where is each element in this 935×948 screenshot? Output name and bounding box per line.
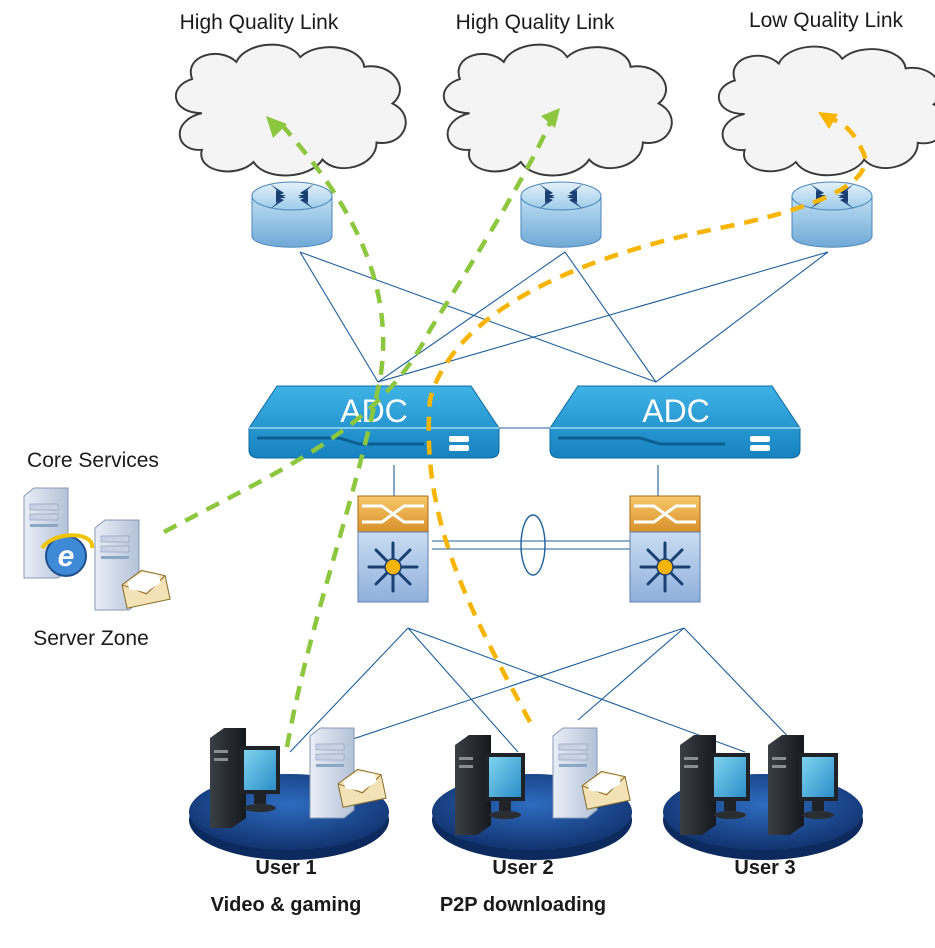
flow-yellow-user2 xyxy=(426,113,868,724)
server-zone-title: Core Services xyxy=(27,449,159,472)
user-1-name: User 1 xyxy=(255,857,316,879)
user-3-name: User 3 xyxy=(734,857,795,879)
browser-icon: e xyxy=(40,533,94,577)
link-lines xyxy=(289,251,829,753)
user-pad-2 xyxy=(432,727,632,860)
adc-appliance-2: ADC xyxy=(548,384,802,460)
router-3 xyxy=(791,181,873,248)
cloud-label-2: High Quality Link xyxy=(456,11,615,34)
router-1 xyxy=(251,181,333,248)
user-2-desc: P2P downloading xyxy=(440,894,606,916)
server-zone-caption: Server Zone xyxy=(33,627,149,650)
svg-text:e: e xyxy=(58,540,75,573)
core-switch-2 xyxy=(628,494,702,604)
adc-label-2: ADC xyxy=(642,393,710,429)
arrowhead-green-2 xyxy=(541,108,560,128)
core-switch-1 xyxy=(356,494,430,604)
flows xyxy=(162,108,868,748)
server-zone: e xyxy=(23,487,171,611)
user-2-name: User 2 xyxy=(492,857,553,879)
cloud-low-quality xyxy=(717,45,935,177)
arrowhead-green-1 xyxy=(266,116,287,138)
flow-green-user1 xyxy=(280,123,386,748)
adc-appliance-1: ADC xyxy=(247,384,501,460)
cloud-high-quality-1 xyxy=(174,43,407,177)
cloud-label-3: Low Quality Link xyxy=(749,9,904,32)
user-pad-3 xyxy=(663,735,863,860)
user-pad-1 xyxy=(189,727,389,860)
user-1-desc: Video & gaming xyxy=(211,894,362,916)
arrowhead-yellow xyxy=(818,112,838,129)
cloud-label-1: High Quality Link xyxy=(180,11,339,34)
link-aggregation-ring xyxy=(520,514,546,576)
router-2 xyxy=(520,181,602,248)
flow-green-server-zone xyxy=(162,117,555,534)
